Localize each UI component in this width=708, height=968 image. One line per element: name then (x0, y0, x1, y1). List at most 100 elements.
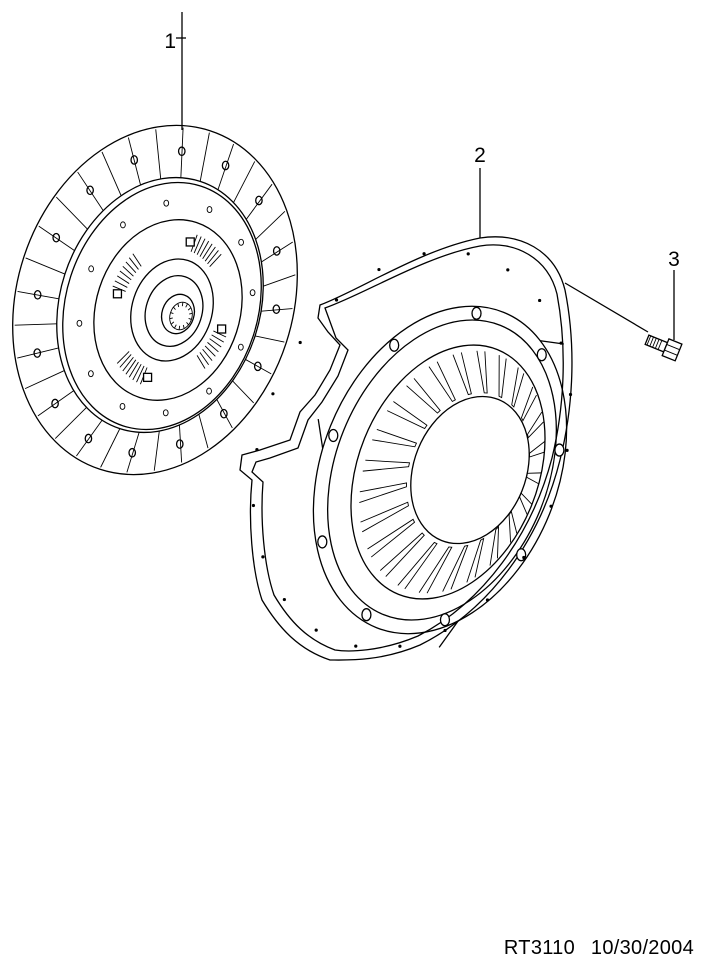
spline-tooth (174, 324, 177, 329)
drive-strap (540, 340, 564, 345)
segment-line (127, 137, 141, 186)
inner-rivet (237, 343, 244, 351)
rivet-hole (128, 447, 137, 458)
finger-slot (489, 525, 500, 566)
flange-hole (255, 448, 259, 452)
flange-hole (466, 252, 470, 256)
segment-line (232, 380, 255, 404)
cover-hole (328, 428, 339, 443)
flange-hole (314, 628, 318, 632)
spring-coil (122, 266, 134, 277)
bolt: 3 (564, 248, 683, 362)
flange-hole (549, 504, 553, 508)
spring-stop (185, 237, 195, 247)
spring-coil (119, 354, 132, 368)
inner-rivet (76, 319, 83, 327)
spring-coil (209, 338, 222, 348)
flange-hole (377, 267, 381, 272)
inner-rivet (206, 206, 213, 214)
damper-springs (112, 234, 227, 385)
spring-coil (207, 342, 219, 353)
segment-line (245, 359, 272, 375)
segment-line (217, 143, 235, 190)
segment-line (198, 414, 209, 449)
segment-line (126, 432, 140, 473)
cover-hole (389, 338, 400, 352)
spring-coil (207, 250, 219, 265)
cover-hole (471, 306, 482, 320)
flange-hole (506, 268, 510, 272)
spring-stop (216, 324, 227, 334)
drive-strap (438, 620, 459, 648)
flange-hole (568, 392, 573, 397)
rivet-hole (220, 408, 228, 419)
finger-slot (511, 367, 525, 408)
segment-line (37, 390, 75, 417)
segment-line (245, 183, 273, 220)
rivet-hole (221, 160, 230, 171)
finger-slot (362, 459, 411, 472)
segment-line (100, 428, 121, 468)
rivet-hole (175, 439, 184, 449)
spline-tooth (186, 322, 189, 326)
finger-slot (498, 355, 507, 399)
inner-rivet (162, 409, 169, 417)
cover-hole (439, 613, 451, 627)
rivet-hole (272, 304, 281, 315)
spline-tooth (170, 321, 175, 325)
spline-tooth (187, 307, 192, 311)
segment-line (25, 257, 66, 275)
spline-tooth (188, 318, 192, 320)
flange-hole (565, 448, 569, 452)
callout-2: 2 (474, 144, 486, 167)
flange-hole (261, 555, 265, 559)
rivet-hole (253, 361, 262, 372)
friction-segment-lines (14, 127, 296, 473)
spring-coil (196, 355, 206, 369)
flange-hole (443, 628, 447, 633)
finger-slot (527, 411, 544, 439)
spring-coil (128, 361, 139, 378)
cover-mounting-holes (251, 252, 573, 648)
drive-straps (317, 340, 564, 648)
drawing-code: RT3110 (503, 937, 576, 959)
segment-line (55, 196, 88, 230)
spring-coil (112, 285, 126, 292)
clutch-pressure-plate-cover: 2 (239, 144, 573, 661)
segment-line (76, 419, 103, 457)
segment-line (261, 308, 293, 312)
segment-line (263, 274, 296, 287)
flange-hole (282, 597, 286, 602)
inner-rivet (206, 387, 212, 395)
segment-line (178, 424, 183, 463)
finger-slot (387, 401, 428, 430)
rivet-hole (52, 232, 61, 243)
rivet-hole (84, 433, 93, 444)
spring-stop (112, 289, 123, 299)
spline-tooth (178, 325, 181, 330)
segment-line (216, 399, 233, 429)
drive-strap (317, 418, 324, 449)
spring-coil (125, 261, 137, 274)
inner-rivet (119, 402, 126, 410)
segment-line (17, 347, 59, 359)
spline-tooth (189, 312, 193, 315)
inner-rivet (163, 199, 170, 207)
spring-coil (136, 365, 145, 383)
finger-slot (367, 518, 416, 558)
finger-slot (466, 537, 485, 583)
flange-hole (422, 252, 426, 256)
rivet-hole (51, 398, 59, 409)
spline-tooth (182, 324, 185, 329)
rivet-hole (255, 195, 263, 206)
spring-coil (199, 352, 210, 365)
cover-hole (361, 608, 372, 622)
callout-1: 1 (164, 30, 176, 53)
spline-tooth (169, 317, 173, 320)
cover-hole (317, 535, 328, 549)
segment-line (77, 171, 104, 211)
finger-slot (418, 546, 453, 594)
spring-coil (132, 363, 142, 381)
flange-hole (485, 598, 490, 602)
hub-splines (169, 302, 193, 330)
